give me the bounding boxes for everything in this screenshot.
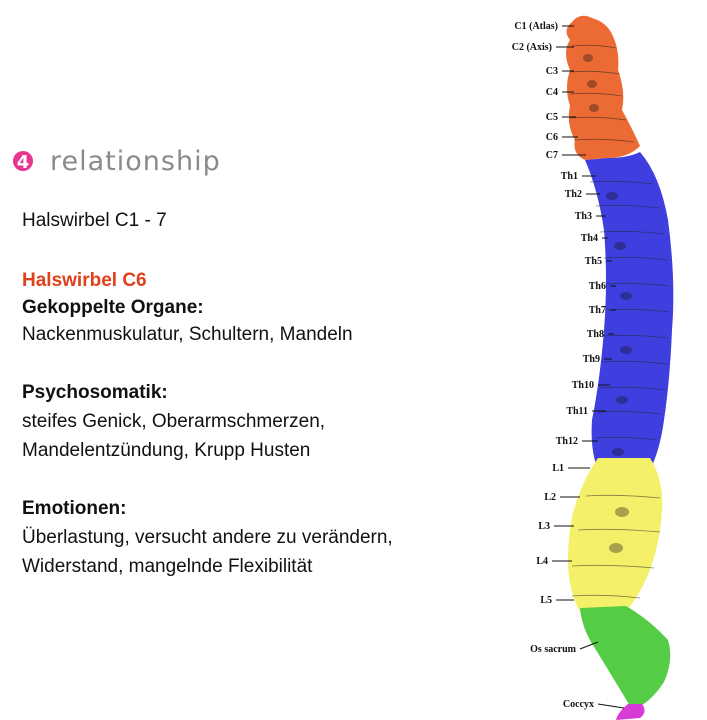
label-l4: L4	[536, 556, 548, 567]
vertebra-labels: C1 (Atlas) C2 (Axis) C3 C4 C5 C6 C7 Th1 …	[512, 21, 606, 710]
coccyx-region	[616, 704, 645, 720]
label-th2: Th2	[565, 189, 582, 200]
label-c4: C4	[546, 87, 558, 98]
spine-diagram: C1 (Atlas) C2 (Axis) C3 C4 C5 C6 C7 Th1 …	[512, 15, 674, 720]
psychosomatics-label: Psychosomatik:	[22, 382, 168, 403]
psychosomatics-line: steifes Genick, Oberarmschmerzen,	[22, 411, 326, 432]
label-th4: Th4	[581, 233, 598, 244]
label-l3: L3	[538, 521, 550, 532]
label-c5: C5	[546, 112, 558, 123]
label-th8: Th8	[587, 329, 604, 340]
label-th3: Th3	[575, 211, 592, 222]
organs-line: Nackenmuskulatur, Schultern, Mandeln	[22, 324, 353, 345]
label-c7: C7	[546, 150, 558, 161]
label-l2: L2	[544, 492, 556, 503]
label-th12: Th12	[556, 436, 578, 447]
label-c2: C2 (Axis)	[512, 42, 552, 53]
label-c6: C6	[546, 132, 558, 143]
label-th10: Th10	[572, 380, 594, 391]
logo-mark-icon: 4	[13, 151, 33, 173]
emotions-line: Überlastung, versucht andere zu veränder…	[22, 527, 393, 548]
label-c1: C1 (Atlas)	[514, 21, 558, 32]
leader-lines	[552, 25, 625, 709]
lumbar-region	[568, 458, 663, 612]
label-th6: Th6	[589, 281, 606, 292]
logo-text: relationship	[50, 146, 221, 177]
organs-label: Gekoppelte Organe:	[22, 297, 204, 318]
logo: 4 relationship	[12, 140, 252, 184]
label-th9: Th9	[583, 354, 600, 365]
label-th7: Th7	[589, 305, 606, 316]
label-th1: Th1	[561, 171, 578, 182]
sacrum-region	[580, 606, 671, 706]
label-c3: C3	[546, 66, 558, 77]
psychosomatics-line: Mandelentzündung, Krupp Husten	[22, 440, 311, 461]
highlight-title: Halswirbel C6	[22, 270, 147, 291]
foramina	[583, 54, 632, 553]
emotions-line: Widerstand, mangelnde Flexibilität	[22, 556, 313, 577]
label-coccyx: Coccyx	[563, 699, 594, 710]
label-os-sacrum: Os sacrum	[530, 644, 577, 655]
heading: Halswirbel C1 - 7	[22, 210, 167, 231]
cervical-region	[566, 15, 640, 160]
emotions-label: Emotionen:	[22, 498, 127, 519]
label-l5: L5	[540, 595, 552, 606]
logo-mark: 4	[17, 152, 30, 173]
label-l1: L1	[552, 463, 564, 474]
label-th11: Th11	[566, 406, 588, 417]
label-th5: Th5	[585, 256, 602, 267]
